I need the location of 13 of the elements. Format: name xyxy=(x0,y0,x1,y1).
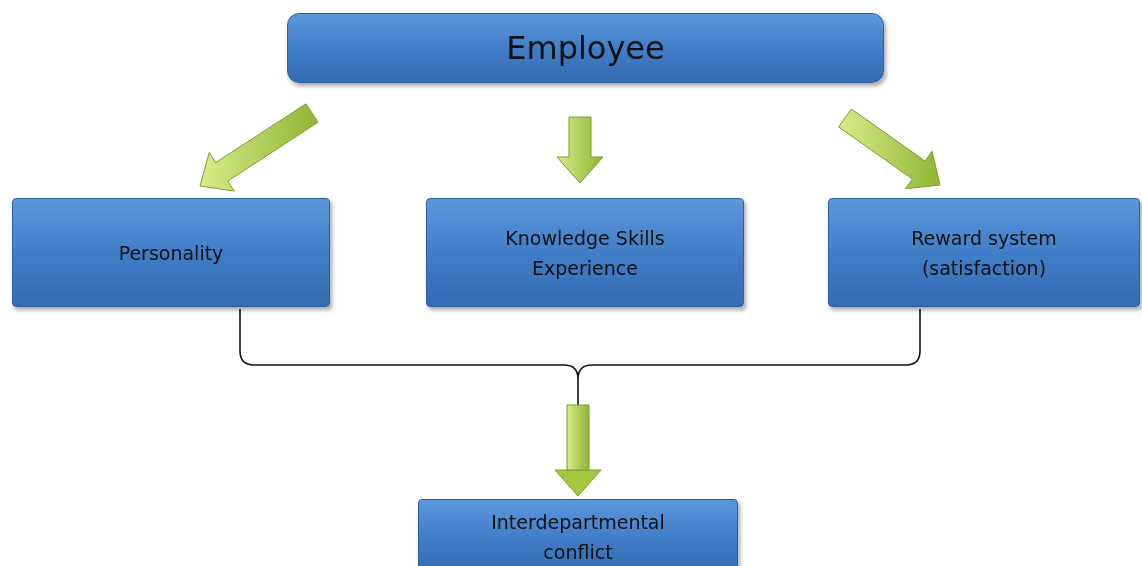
process-box xyxy=(828,198,1140,307)
process-box xyxy=(12,198,330,307)
process-box xyxy=(418,499,738,566)
box-label: Knowledge Skills Experience xyxy=(504,225,666,281)
brace-arrow xyxy=(239,308,921,497)
box-label: Interdepartmental conflict xyxy=(490,509,666,565)
box-label: Reward system (satisfaction) xyxy=(910,225,1058,281)
block-arrow xyxy=(556,116,604,184)
process-box xyxy=(287,13,884,83)
block-arrow xyxy=(199,103,319,192)
process-box xyxy=(426,198,744,307)
block-arrow xyxy=(838,108,941,190)
box-label: Personality xyxy=(117,240,225,266)
